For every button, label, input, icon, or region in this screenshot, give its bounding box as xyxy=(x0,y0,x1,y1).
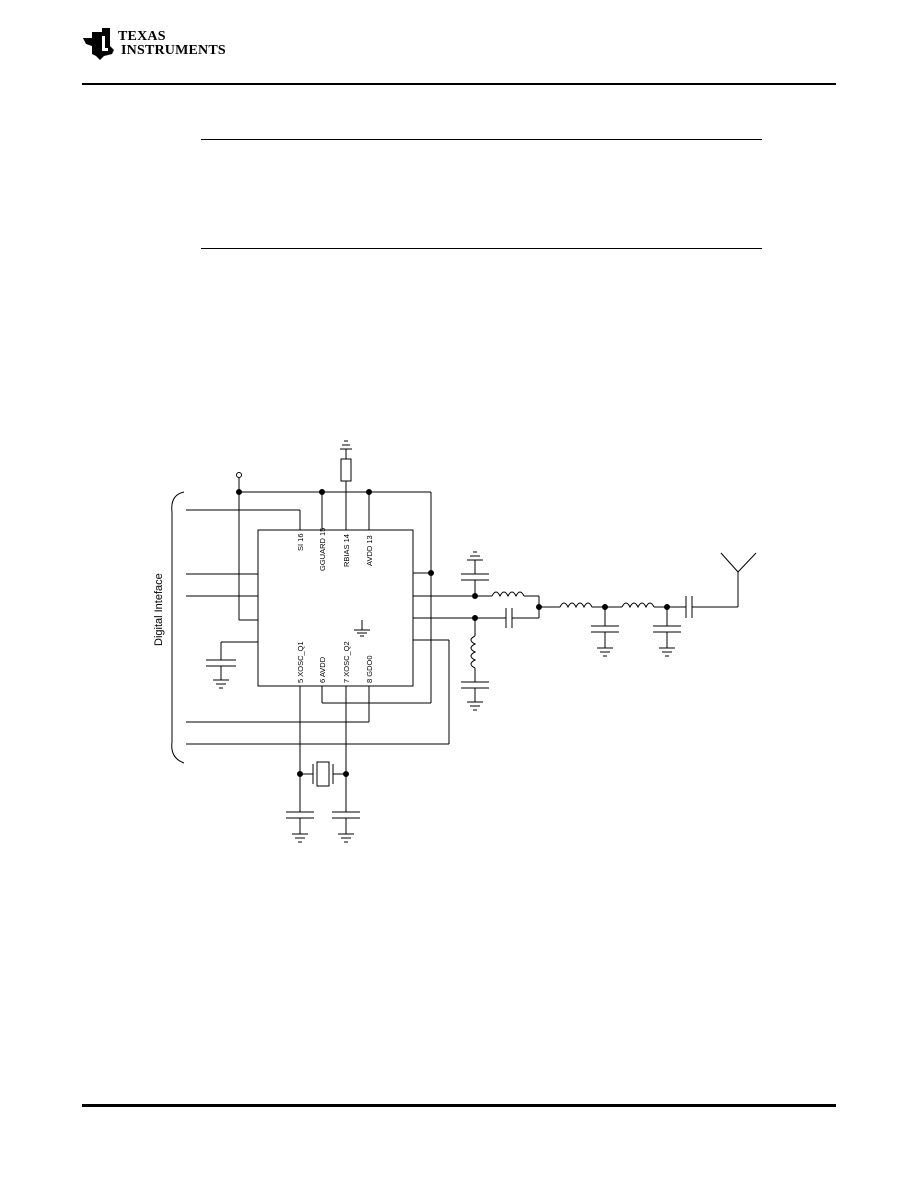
crystal-icon xyxy=(297,761,349,787)
note-rule-top xyxy=(201,139,762,140)
header-rule xyxy=(82,83,836,85)
note-rule-bottom xyxy=(201,248,762,249)
load-capacitor-icon xyxy=(332,811,360,843)
rf-capacitor-icon xyxy=(475,608,539,628)
company-line-2: INSTRUMENTS xyxy=(121,43,226,58)
decoupling-capacitor-icon xyxy=(206,642,236,689)
digital-interface-bracket xyxy=(171,491,185,764)
rf-inductor-icon xyxy=(470,635,477,669)
company-name: TEXAS INSTRUMENTS xyxy=(118,30,226,58)
pin-label-avdd6: 6 AVDD xyxy=(318,656,327,683)
pin-label-rbias: RBIAS 14 xyxy=(342,534,351,567)
rf-capacitor-icon xyxy=(461,668,489,711)
pin-label-si: SI 16 xyxy=(296,533,305,551)
pin-label-gdo0: 8 GDO0 xyxy=(365,655,374,683)
digital-interface-label: Digital Inteface xyxy=(153,573,165,646)
vdd-terminal-icon xyxy=(236,472,242,478)
antenna-icon xyxy=(720,552,757,607)
chip-body xyxy=(257,529,414,687)
dc-block-capacitor-icon xyxy=(685,596,738,618)
rf-inductor-icon xyxy=(491,591,525,598)
bias-resistor-icon xyxy=(340,440,352,484)
filter-capacitor-icon xyxy=(653,607,681,657)
pin-label-avdd13: AVDD 13 xyxy=(365,535,374,566)
ground-icon xyxy=(354,620,370,637)
filter-capacitor-icon xyxy=(591,607,619,657)
footer-rule xyxy=(82,1104,836,1107)
ti-logo-icon xyxy=(83,28,114,60)
company-line-1: TEXAS xyxy=(118,29,166,44)
rf-capacitor-icon xyxy=(461,551,489,596)
filter-inductor-icon xyxy=(559,602,593,609)
pin-label-xosc-q1: 5 XOSC_Q1 xyxy=(296,641,305,683)
filter-inductor-icon xyxy=(621,602,655,609)
pin-label-xosc-q2: 7 XOSC_Q2 xyxy=(342,641,351,683)
pin-label-gguard: GGUARD 15 xyxy=(318,528,327,571)
load-capacitor-icon xyxy=(286,811,314,843)
